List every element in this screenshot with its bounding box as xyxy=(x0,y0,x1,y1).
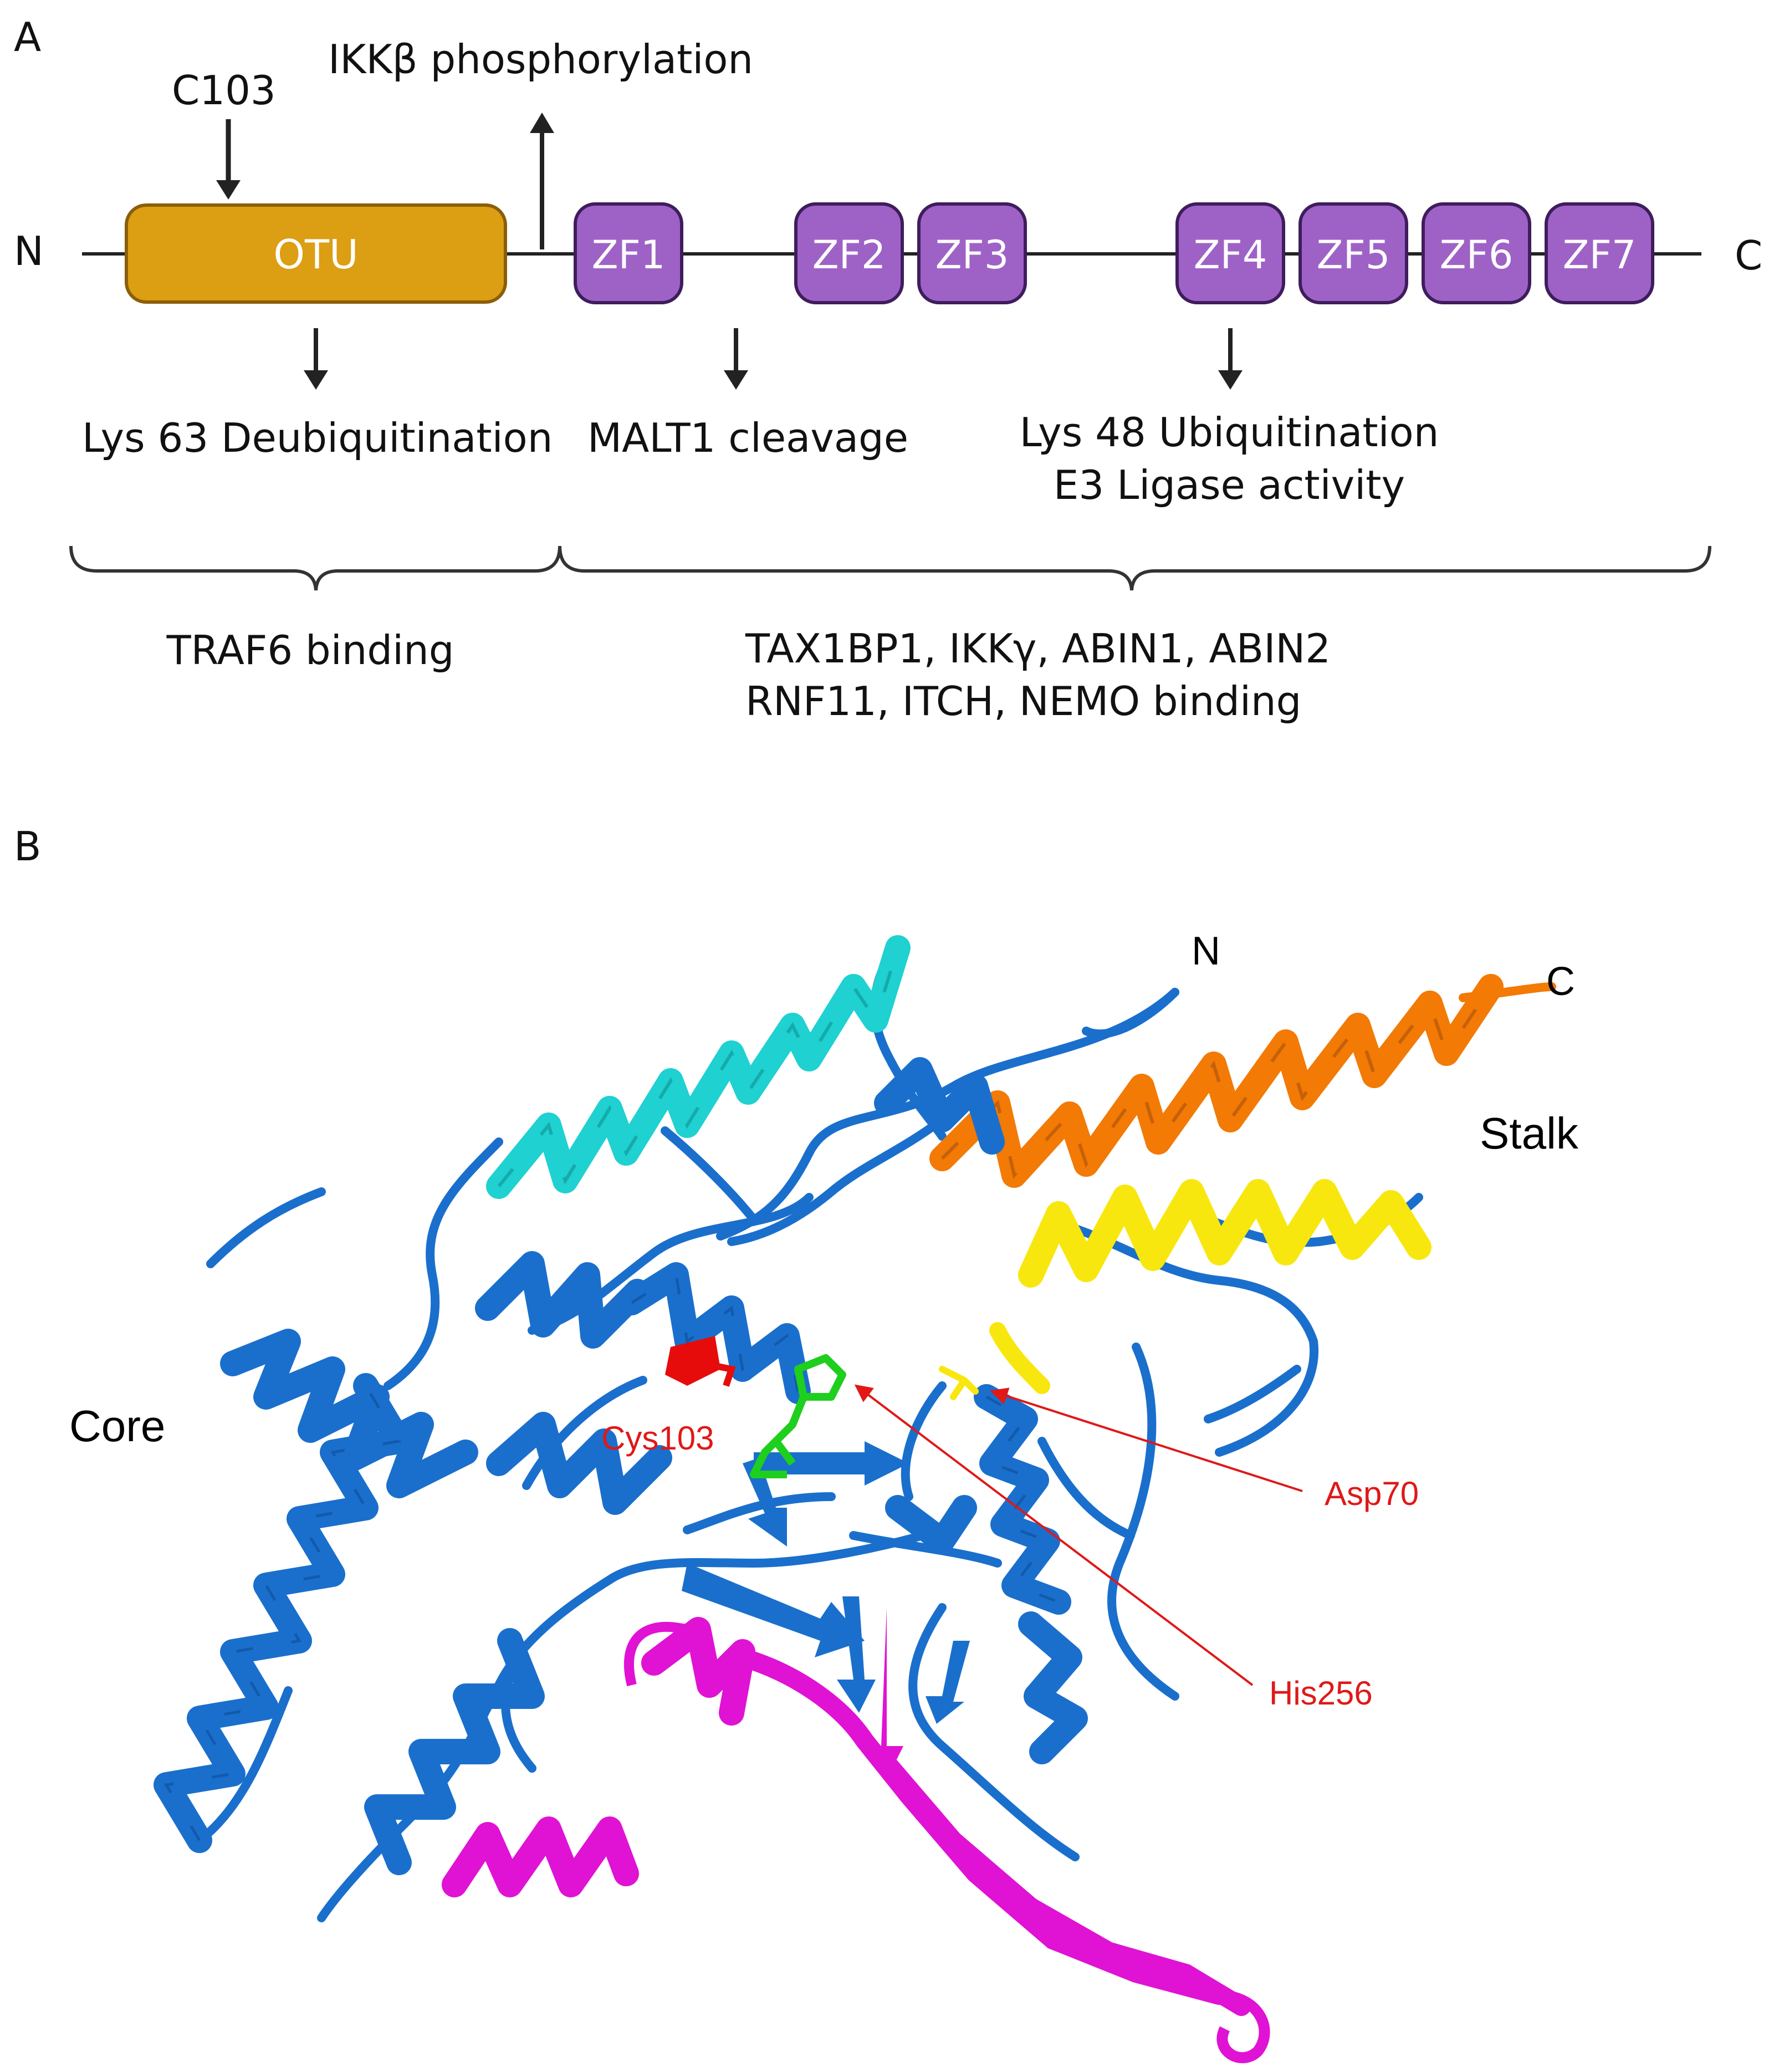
traf6-brace xyxy=(69,545,561,591)
lys63-arrowhead xyxy=(304,370,328,390)
core-label: Core xyxy=(69,1401,165,1451)
c103-label: C103 xyxy=(172,67,276,114)
traf6-binding-label: TRAF6 binding xyxy=(166,627,454,673)
lys48-ubiquitination-label: Lys 48 Ubiquitination xyxy=(1020,409,1439,456)
asp70-pointer xyxy=(990,1387,1303,1492)
panel-label-b: B xyxy=(14,823,41,870)
ikkb-arrowhead xyxy=(530,113,554,133)
zf3-label: ZF3 xyxy=(935,232,1009,278)
zf5-label: ZF5 xyxy=(1317,232,1390,278)
structure-c-terminus-label: C xyxy=(1546,960,1575,1004)
c-terminus-label: C xyxy=(1735,232,1762,279)
zf4-label: ZF4 xyxy=(1194,232,1267,278)
core-helix-shading xyxy=(163,1272,1059,1841)
panel-a-domain-map: A C103 IKKβ phosphorylation N C OTU ZF1 … xyxy=(0,0,1774,793)
magenta-region xyxy=(442,1607,1270,2064)
zf4: ZF4 xyxy=(1175,202,1285,304)
zf6-label: ZF6 xyxy=(1440,232,1514,278)
zf6: ZF6 xyxy=(1422,202,1531,304)
his256-label: His256 xyxy=(1269,1675,1373,1712)
binders-line1-label: TAX1BP1, IKKγ, ABIN1, ABIN2 xyxy=(745,625,1331,672)
domain-map-svg: A C103 IKKβ phosphorylation N C OTU ZF1 … xyxy=(14,14,1762,724)
yellow-helix xyxy=(989,1179,1432,1394)
zf7: ZF7 xyxy=(1545,202,1654,304)
otu-domain xyxy=(125,203,507,304)
zf7-label: ZF7 xyxy=(1563,232,1637,278)
cys103-label: Cys103 xyxy=(601,1420,714,1457)
zf3: ZF3 xyxy=(917,202,1027,304)
core-beta-strands xyxy=(682,1441,970,1724)
ikkb-phosphorylation-label: IKKβ phosphorylation xyxy=(328,36,753,83)
orange-stalk-helix xyxy=(929,974,1504,1188)
zf1-label: ZF1 xyxy=(592,232,666,278)
otu-label: OTU xyxy=(273,231,358,278)
malt1-cleavage-label: MALT1 cleavage xyxy=(587,415,908,461)
stalk-label: Stalk xyxy=(1480,1109,1579,1158)
cys103-red-patch xyxy=(665,1336,720,1386)
panel-label-a: A xyxy=(14,14,41,60)
panel-b-structure: B xyxy=(0,793,1774,2072)
binders-line2-label: RNF11, ITCH, NEMO binding xyxy=(745,678,1301,724)
core-helices xyxy=(154,1251,1088,1875)
c103-arrowhead xyxy=(216,180,241,200)
cyan-helix xyxy=(486,935,911,1199)
asp70-label: Asp70 xyxy=(1325,1475,1419,1512)
structure-n-terminus-label: N xyxy=(1192,929,1220,973)
his256-sidechain xyxy=(750,1354,846,1478)
top-blue-helix xyxy=(874,1057,1005,1155)
cys103-sidechain xyxy=(703,1360,736,1387)
n-terminus-label: N xyxy=(14,228,44,274)
e3-ligase-activity-label: E3 Ligase activity xyxy=(1054,462,1405,508)
zf5: ZF5 xyxy=(1298,202,1408,304)
zf2-label: ZF2 xyxy=(812,232,886,278)
his256-pointer xyxy=(854,1384,1254,1686)
asp70-sidechain xyxy=(939,1366,979,1400)
n-terminal-tail xyxy=(1082,988,1179,1039)
structure-svg: B xyxy=(14,823,1579,2064)
zf2: ZF2 xyxy=(794,202,904,304)
lys63-deubiquitination-label: Lys 63 Deubiquitination xyxy=(82,415,553,461)
zf1: ZF1 xyxy=(574,202,683,304)
malt1-arrowhead xyxy=(724,370,748,390)
lys48-arrowhead xyxy=(1218,370,1243,390)
binders-brace xyxy=(558,545,1711,591)
